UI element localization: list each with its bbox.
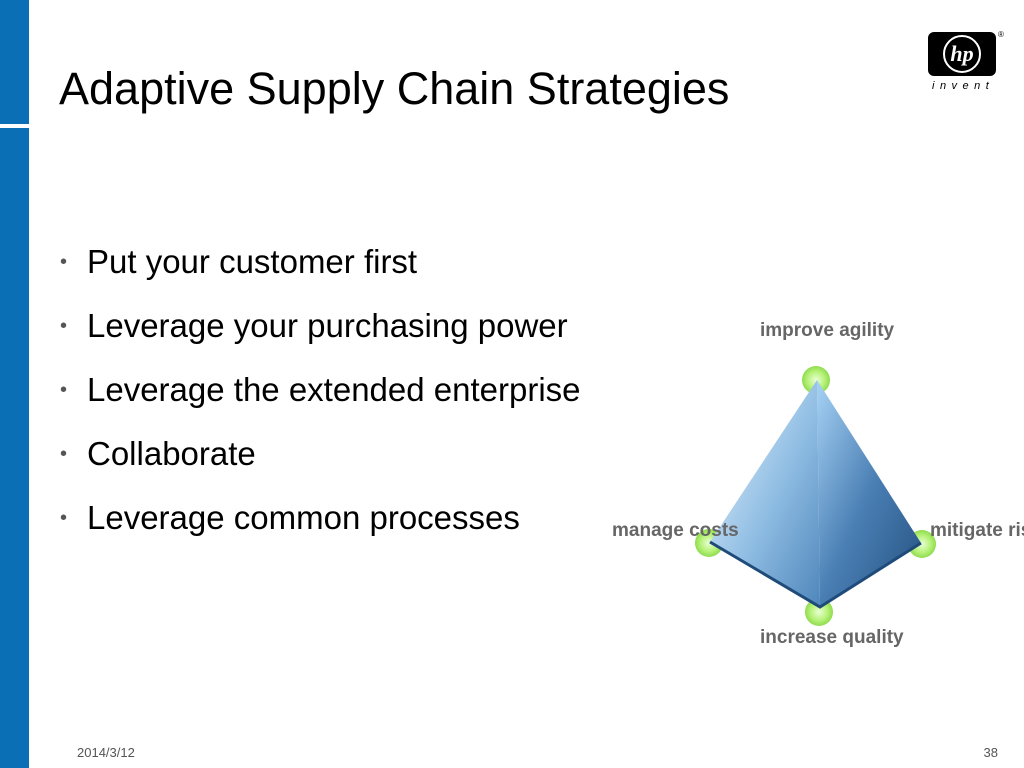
node-bottom <box>805 598 833 626</box>
registered-mark: ® <box>998 30 1004 39</box>
footer-date: 2014/3/12 <box>77 745 135 760</box>
left-accent-bar <box>0 0 29 768</box>
left-bar-divider <box>0 124 29 128</box>
bullet-item: • Leverage common processes <box>60 496 590 540</box>
bullet-text: Put your customer first <box>87 243 418 280</box>
bullet-text: Leverage common processes <box>87 499 520 536</box>
pyramid-face-right <box>817 380 921 607</box>
hp-logo-tagline: invent <box>932 80 995 92</box>
bullet-text: Leverage the extended enterprise <box>87 371 581 408</box>
pyramid-svg <box>695 366 936 626</box>
bullet-text: Leverage your purchasing power <box>87 307 568 344</box>
hp-logo-box <box>928 32 996 76</box>
bullet-text: Collaborate <box>87 435 256 472</box>
label-manage-costs: manage costs <box>612 520 739 541</box>
hp-logo-text: hp <box>950 41 973 66</box>
label-increase-quality: increase quality <box>760 627 904 648</box>
footer-page-number: 38 <box>983 745 998 760</box>
pyramid-face-left <box>710 380 820 607</box>
hp-logo-mark: hp <box>928 32 996 76</box>
hp-logo: hp ® invent <box>928 30 1004 100</box>
bullet-item: • Put your customer first <box>60 240 590 284</box>
bullet-item: • Leverage the extended enterprise <box>60 368 590 412</box>
bullet-dot: • <box>60 507 68 529</box>
pyramid-diagram: improve agility manage costs mitigate ri… <box>600 310 1024 690</box>
pyramid-base-edge <box>709 540 922 609</box>
label-mitigate-risk: mitigate risk <box>930 520 1024 541</box>
bullet-dot: • <box>60 443 68 465</box>
bullet-item: • Collaborate <box>60 432 590 476</box>
bullet-list: • Put your customer first • Leverage you… <box>60 240 590 560</box>
label-improve-agility: improve agility <box>760 320 895 341</box>
bullet-dot: • <box>60 251 68 273</box>
bullet-item: • Leverage your purchasing power <box>60 304 590 348</box>
bullet-dot: • <box>60 315 68 337</box>
slide-title: Adaptive Supply Chain Strategies <box>59 63 730 114</box>
node-top <box>802 366 830 394</box>
bullet-dot: • <box>60 379 68 401</box>
